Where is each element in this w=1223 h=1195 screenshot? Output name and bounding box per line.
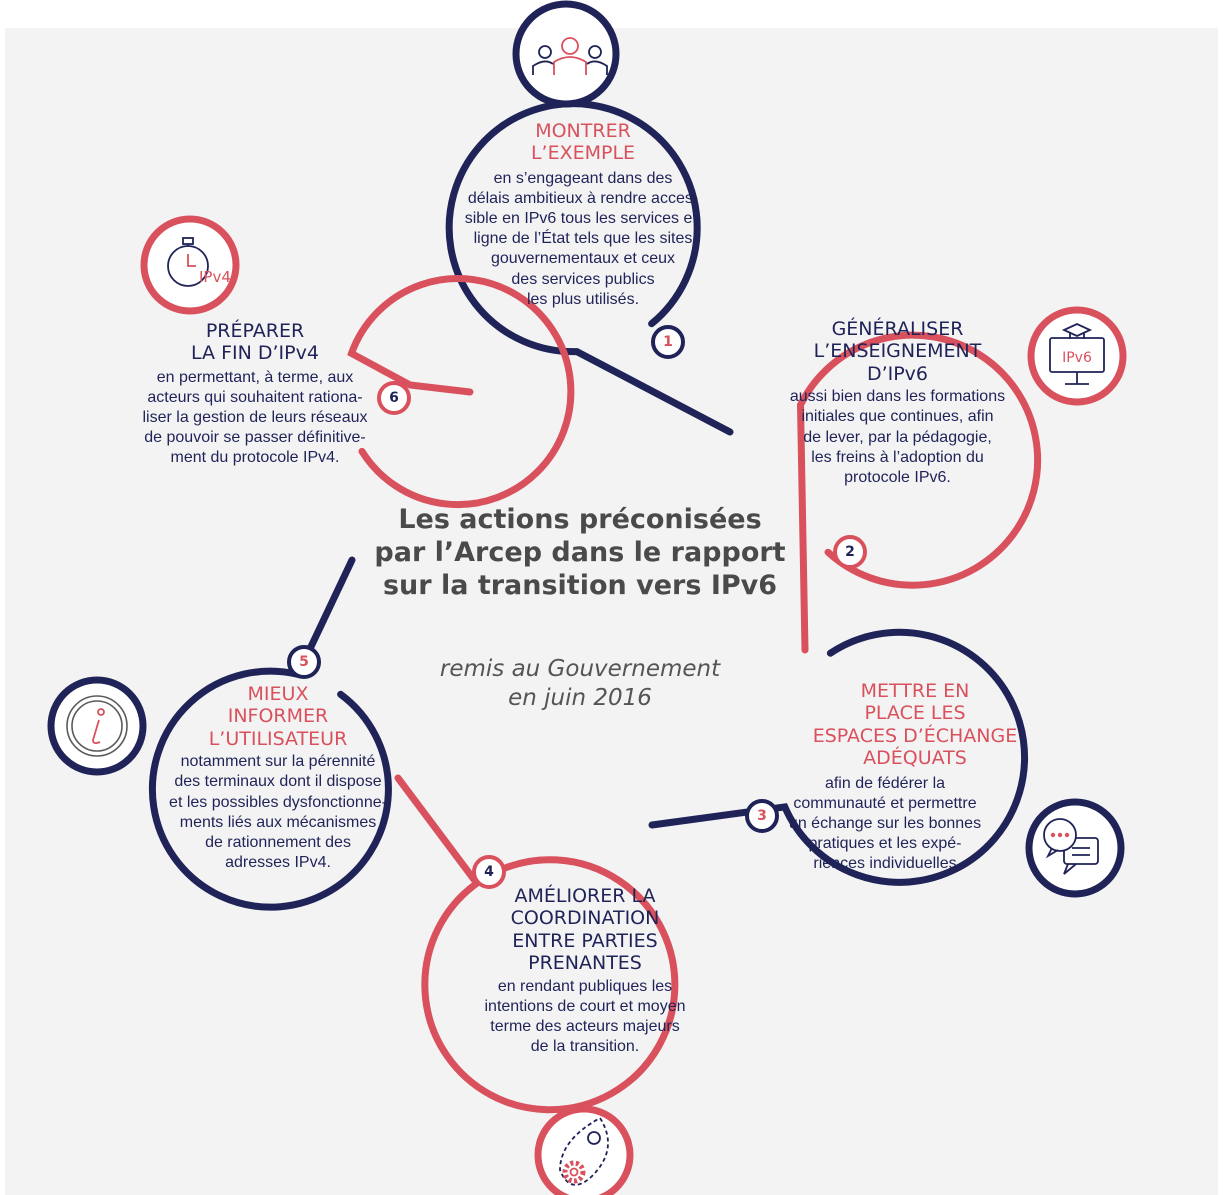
action-2-heading: GÉNÉRALISER L’ENSEIGNEMENT D’IPv6 <box>813 318 982 385</box>
graduation-monitor-icon: IPv6 <box>1027 306 1127 406</box>
action-3-ring <box>648 628 1029 886</box>
action-4-number-badge: 4 <box>472 855 506 889</box>
action-5: MIEUX INFORMER L’UTILISATEUR notamment s… <box>128 683 428 873</box>
action-6-ring <box>347 275 575 509</box>
center-subtitle: remis au Gouvernement en juin 2016 <box>439 656 721 712</box>
action-3-heading: METTRE EN PLACE LES ESPACES D’ÉCHANGE AD… <box>812 680 1018 770</box>
action-2-ring <box>796 331 1042 654</box>
graduation-monitor-icon-label: IPv6 <box>1062 350 1092 366</box>
action-6-number-badge: 6 <box>377 381 411 415</box>
action-2-number-badge: 2 <box>833 535 867 569</box>
action-1-ring <box>445 100 734 436</box>
people-group-icon <box>512 0 620 108</box>
chat-bubbles-icon <box>1025 798 1125 898</box>
action-2: GÉNÉRALISER L’ENSEIGNEMENT D’IPv6 aussi … <box>755 318 1040 488</box>
action-1-number-badge: 1 <box>651 325 685 359</box>
stopwatch-icon-label: IPv4 <box>199 268 231 286</box>
action-1-text: en s’engageant dans des délais ambitieux… <box>464 169 702 308</box>
action-3-text: afin de fédérer la communauté et permett… <box>788 774 982 873</box>
action-2-text: aussi bien dans les formations initiales… <box>789 388 1006 486</box>
stopwatch-icon: IPv4 <box>140 215 240 315</box>
action-1: MONTRER L’EXEMPLE en s’engageant dans de… <box>438 120 728 310</box>
action-6: PRÉPARER LA FIN D’IPv4 en permettant, à … <box>115 320 395 469</box>
action-3-number-badge: 3 <box>745 799 779 833</box>
action-4-text: en rendant publiques les intentions de c… <box>484 977 686 1056</box>
action-5-number-badge: 5 <box>287 645 321 679</box>
action-6-heading: PRÉPARER LA FIN D’IPv4 <box>191 320 319 365</box>
info-icon <box>47 676 147 776</box>
center-title: Les actions préconisées par l’Arcep dans… <box>374 504 786 601</box>
action-4-heading: AMÉLIORER LA COORDINATION ENTRE PARTIES … <box>510 885 660 975</box>
action-4-ring <box>394 774 679 1114</box>
action-5-text: notamment sur la pérennité des terminaux… <box>169 753 387 871</box>
action-5-heading: MIEUX INFORMER L’UTILISATEUR <box>208 683 348 750</box>
action-3: METTRE EN PLACE LES ESPACES D’ÉCHANGE AD… <box>770 680 1060 874</box>
gears-path-icon <box>534 1105 634 1195</box>
action-1-heading: MONTRER L’EXEMPLE <box>530 120 636 165</box>
action-5-ring <box>148 556 392 911</box>
action-6-text: en permettant, à terme, aux acteurs qui … <box>142 368 368 467</box>
action-4: AMÉLIORER LA COORDINATION ENTRE PARTIES … <box>440 885 730 1057</box>
